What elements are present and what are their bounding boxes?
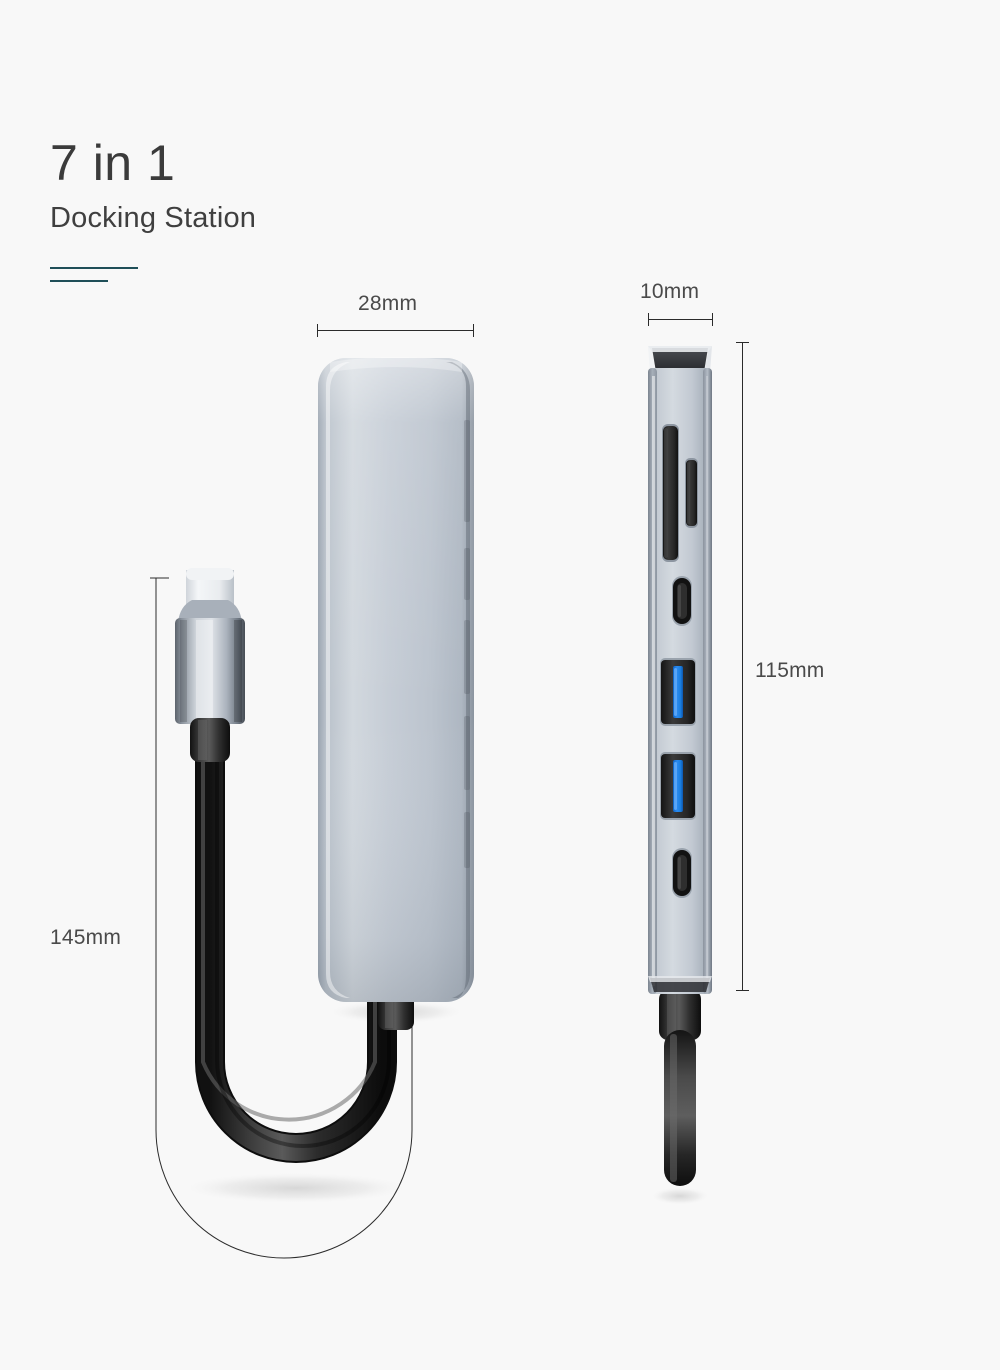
accent-rule-long xyxy=(50,267,138,269)
microsd-card-slot xyxy=(685,458,698,528)
dock-housing-port-seams xyxy=(464,420,470,868)
accent-rule-short xyxy=(50,280,108,282)
side-view-cable-stub xyxy=(650,990,710,1205)
dock-body-top xyxy=(318,357,474,1030)
connector-strain-relief xyxy=(190,718,230,762)
usb-a-port-upper xyxy=(660,658,696,726)
docking-station-top-view xyxy=(175,357,474,1204)
usb-c-port-upper xyxy=(672,576,692,626)
dimension-line-height xyxy=(742,342,743,991)
dimension-cap-width-right xyxy=(473,324,474,337)
dimension-cap-height-bottom xyxy=(736,990,749,991)
dimension-cap-width-left xyxy=(317,324,318,337)
dimension-label-cable-length: 145mm xyxy=(50,926,122,949)
docking-station-side-view xyxy=(648,346,712,1205)
dimension-cap-depth-right xyxy=(712,313,713,326)
dimension-line-depth xyxy=(648,319,713,320)
page-subtitle: Docking Station xyxy=(50,202,257,234)
usb-c-port-lower xyxy=(672,848,692,898)
dimension-label-width: 28mm xyxy=(358,292,418,315)
sd-card-slot xyxy=(662,424,679,562)
dimension-cap-depth-left xyxy=(648,313,649,326)
cable-loop-shadow xyxy=(178,1172,414,1204)
usb-a-port-lower xyxy=(660,752,696,820)
side-view-bottom-cap xyxy=(648,976,712,992)
usb-c-connector xyxy=(175,568,245,762)
dimension-line-width xyxy=(317,330,474,331)
dimension-label-height: 115mm xyxy=(755,659,825,682)
page-title: 7 in 1 xyxy=(50,135,176,191)
usb-c-connector-shell xyxy=(175,618,245,724)
usb-c-cable xyxy=(195,685,397,1163)
side-view-top-cap xyxy=(648,346,712,372)
dimension-cap-height-top xyxy=(736,342,749,343)
side-view-strain-relief xyxy=(659,990,701,1040)
dimension-label-depth: 10mm xyxy=(640,280,700,303)
